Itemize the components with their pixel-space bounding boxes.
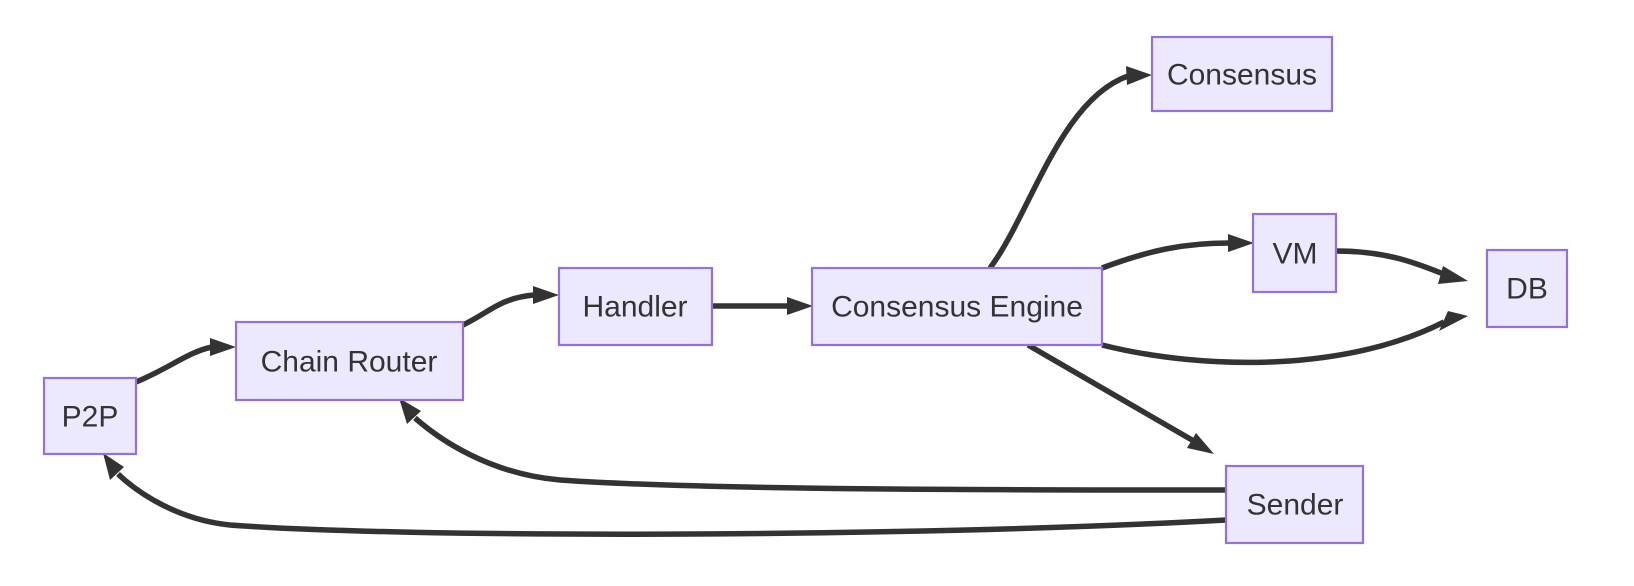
node-consensus-engine[interactable]: Consensus Engine [810, 266, 1104, 347]
node-handler[interactable]: Handler [557, 266, 714, 347]
node-consensus[interactable]: Consensus [1150, 35, 1334, 113]
arrowhead-icon [787, 297, 813, 315]
node-consensus-engine-label: Consensus Engine [831, 291, 1083, 324]
node-handler-box[interactable] [557, 266, 714, 347]
edge-handler-to-consensus-engine [712, 297, 813, 315]
node-handler-label: Handler [582, 291, 687, 324]
edges-layer [103, 66, 1468, 537]
edge-consensus-engine-to-db [1101, 311, 1468, 366]
node-consensus-label: Consensus [1167, 59, 1317, 92]
arrowhead-icon [1439, 311, 1468, 331]
edge-consensus-engine-to-sender [1026, 342, 1214, 454]
node-chain-router-label: Chain Router [261, 346, 438, 379]
edge-vm-to-db [1335, 248, 1468, 284]
node-vm[interactable]: VM [1251, 212, 1338, 294]
edge-sender-to-p2p [103, 453, 1227, 537]
node-consensus-box[interactable] [1150, 35, 1334, 113]
node-db[interactable]: DB [1485, 248, 1569, 329]
node-vm-label: VM [1273, 238, 1318, 271]
arrowhead-icon [1438, 266, 1468, 284]
arrowhead-icon [1228, 234, 1254, 252]
node-chain-router[interactable]: Chain Router [234, 320, 465, 402]
arrowhead-icon [210, 338, 236, 356]
node-db-label: DB [1506, 273, 1548, 306]
nodes-layer: P2P Chain Router Handler Consensus Engin… [42, 35, 1569, 545]
node-p2p-label: P2P [62, 401, 119, 434]
node-p2p-box[interactable] [42, 376, 138, 456]
edge-consensus-engine-to-consensus [987, 66, 1152, 270]
node-db-box[interactable] [1485, 248, 1569, 329]
arrowhead-icon [1187, 433, 1214, 454]
edge-sender-to-chain-router [399, 398, 1227, 493]
edge-consensus-engine-to-vm [1101, 234, 1254, 271]
node-p2p[interactable]: P2P [42, 376, 138, 456]
node-chain-router-box[interactable] [234, 320, 465, 402]
node-vm-box[interactable] [1251, 212, 1338, 294]
edge-p2p-to-chain-router [134, 338, 236, 385]
arrowhead-icon [103, 453, 124, 480]
node-sender[interactable]: Sender [1224, 464, 1365, 545]
arrowhead-icon [399, 398, 421, 424]
node-sender-box[interactable] [1224, 464, 1365, 545]
edge-chain-router-to-handler [461, 286, 559, 328]
arrowhead-icon [533, 286, 559, 304]
arrowhead-icon [1126, 66, 1152, 85]
node-sender-label: Sender [1247, 489, 1344, 522]
node-consensus-engine-box[interactable] [810, 266, 1104, 347]
